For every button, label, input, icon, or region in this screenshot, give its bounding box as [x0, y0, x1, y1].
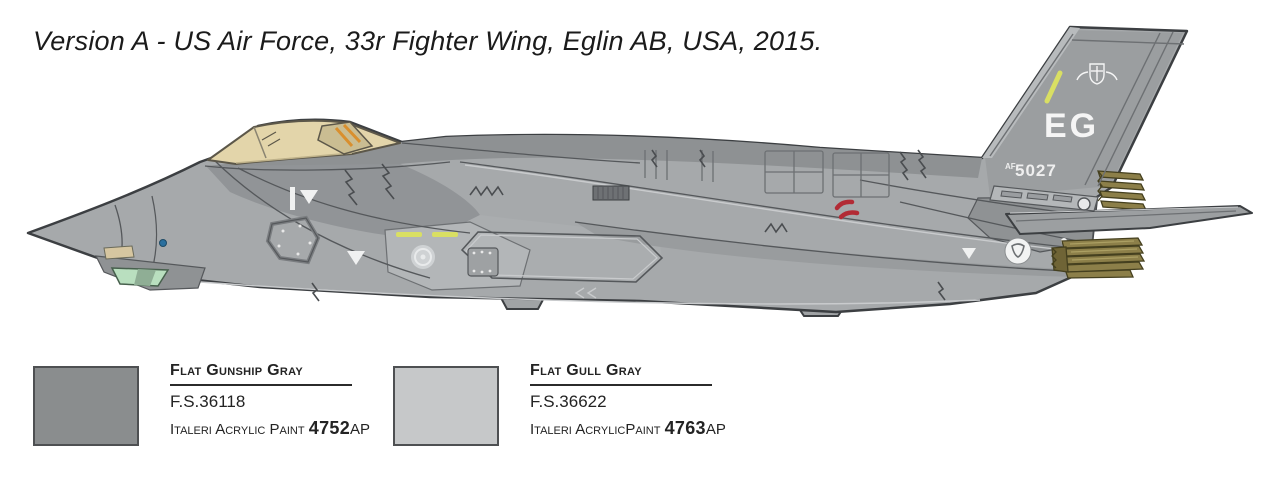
canopy [207, 119, 401, 165]
rear-emblem-icon [1004, 237, 1032, 265]
aircraft-illustration: EG AF 5027 [26, 25, 1253, 317]
paint-swatch [393, 366, 499, 446]
tail-fin-shade [985, 30, 1183, 197]
paint-brand-line: Italeri Acrylic Paint 4752AP [170, 418, 400, 440]
upper-fuselage-shade [206, 135, 982, 178]
forward-fuselage-shade [206, 164, 480, 240]
roundel-icon [411, 245, 435, 269]
underline-rule [530, 384, 712, 386]
red-intake-marking [834, 199, 860, 220]
fin-base-band [989, 185, 1099, 212]
eots-sensor [110, 267, 170, 287]
version-title: Version A - US Air Force, 33r Fighter Wi… [33, 26, 823, 56]
fs-code: F.S.36118 [170, 392, 246, 411]
intake-markings [396, 232, 458, 269]
brand-label: Italeri AcrylicPaint [530, 421, 661, 438]
underline-rule [170, 384, 352, 386]
paint-code-suffix: AP [705, 421, 726, 438]
zigzag-accents [311, 149, 946, 302]
paint-brand-line: Italeri AcrylicPaint 4763AP [530, 418, 760, 440]
exhaust-nozzle [1051, 170, 1148, 279]
wing [575, 222, 1088, 277]
dotted-access-panel [277, 224, 499, 277]
paint-name: Flat Gull Gray [530, 362, 642, 379]
tail-fin: EG AF 5027 [982, 27, 1185, 212]
tail-number-text: 5027 [1015, 161, 1057, 180]
dielectric-panel [103, 245, 135, 260]
fs-code: F.S.36622 [530, 392, 607, 411]
horizontal-stabilizer [1005, 205, 1253, 235]
dorsal-ribbed-box [592, 185, 630, 201]
spine-panels [644, 150, 890, 198]
ejection-seat [317, 121, 374, 155]
weapon-bay-doors [265, 215, 664, 283]
tail-badge-icon [1076, 63, 1118, 85]
paint-name: Flat Gunship Gray [170, 362, 303, 379]
formation-light-strip [1044, 70, 1063, 104]
highlight-lines [199, 164, 1091, 305]
paint-code-suffix: AP [350, 421, 371, 438]
paint-code: 4763 [664, 418, 706, 438]
paint-swatch [33, 366, 139, 446]
nose-light [159, 239, 167, 247]
chin-fairing [94, 239, 206, 291]
exhaust-upper [1097, 170, 1148, 211]
brand-label: Italeri Acrylic Paint [170, 421, 305, 438]
tail-number-prefix-text: AF [1005, 162, 1016, 171]
paint-code: 4752 [308, 418, 351, 438]
tail-code-text: EG [1044, 107, 1099, 145]
exhaust-lower [1051, 237, 1146, 279]
